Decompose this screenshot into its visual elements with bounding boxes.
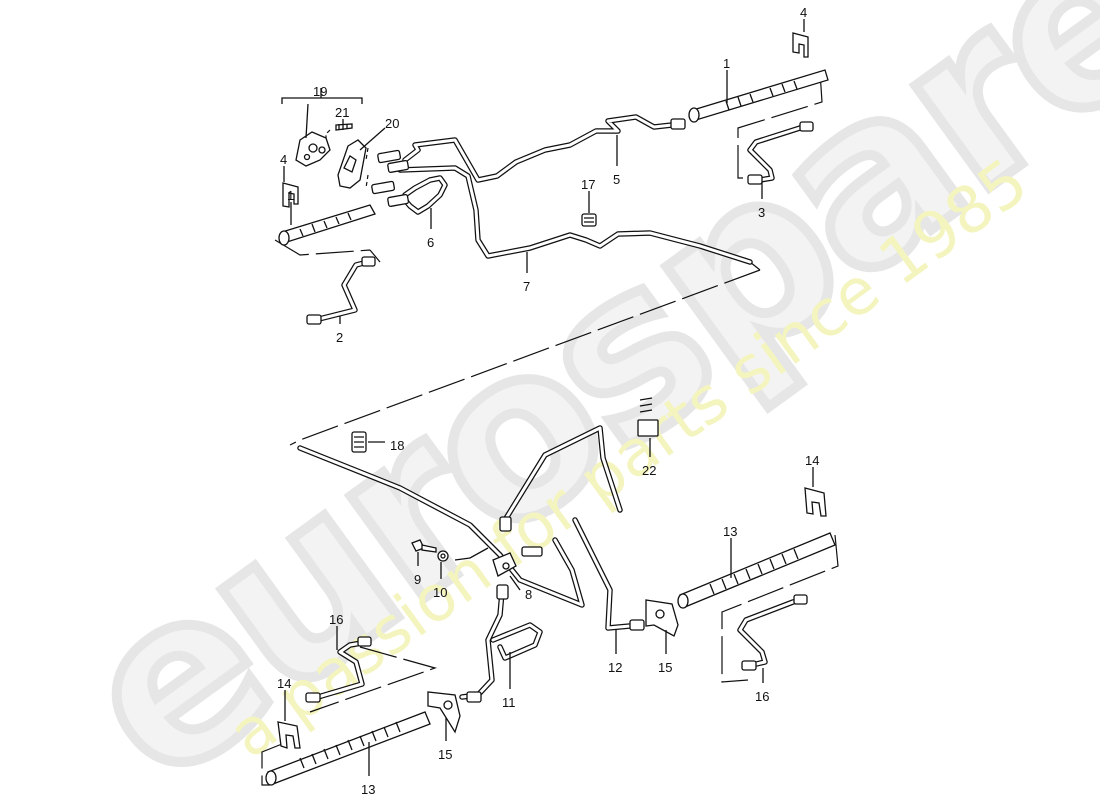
line-fitting [670,118,686,130]
brake-line-16-right[interactable] [737,594,808,671]
callout-11[interactable]: 11 [502,695,516,710]
callout-13[interactable]: 13 [361,782,375,797]
brake-line-12[interactable] [572,517,645,631]
callout-2[interactable]: 2 [336,330,343,345]
brake-line-7[interactable] [397,165,753,265]
washer-10[interactable] [437,550,449,562]
watermark: eurospares eurospares a passion for part… [30,0,1100,800]
callout-7[interactable]: 7 [523,279,530,294]
callout-21[interactable]: 21 [335,105,349,120]
brake-line-16-left[interactable] [305,636,372,703]
line-fittings-top [371,149,410,207]
retaining-clip-14-right[interactable] [804,487,827,517]
callout-6[interactable]: 6 [427,235,434,250]
holder-22[interactable] [637,397,659,437]
brake-line-11[interactable] [459,584,543,703]
callout-15[interactable]: 15 [438,747,452,762]
bracket-15-right[interactable] [645,599,679,637]
watermark-brand: eurospares [35,0,1100,800]
callout-1[interactable]: 1 [723,56,730,71]
gasket-plate-20[interactable] [337,139,367,189]
brake-line-to-22[interactable] [499,425,623,532]
callout-3[interactable]: 3 [758,205,765,220]
callout-17[interactable]: 17 [581,177,595,192]
callout-8[interactable]: 8 [525,587,532,602]
callout-16[interactable]: 16 [329,612,343,627]
leader-lines [283,19,814,776]
brake-hose-1-right[interactable] [688,69,829,123]
retaining-clip-4-left[interactable] [282,182,299,208]
callout-15[interactable]: 15 [658,660,672,675]
brake-line-2[interactable] [306,256,376,325]
callout-10[interactable]: 10 [433,585,447,600]
callout-18[interactable]: 18 [390,438,404,453]
retaining-clip-4-right[interactable] [792,32,809,58]
callout-14[interactable]: 14 [277,676,291,691]
callout-12[interactable]: 12 [608,660,622,675]
callout-9[interactable]: 9 [414,572,421,587]
callout-14[interactable]: 14 [805,453,819,468]
assembly-guides [261,71,839,786]
line-fitting-right-of-8 [521,546,543,557]
bolt-9[interactable] [411,539,437,553]
holder-17[interactable] [581,213,597,227]
callout-13[interactable]: 13 [723,524,737,539]
brake-line-6[interactable] [402,175,448,215]
callout-16[interactable]: 16 [755,689,769,704]
mount-plate-19[interactable] [295,131,331,167]
holder-18[interactable] [351,431,367,453]
callout-19[interactable]: 19 [313,84,327,99]
brake-hose-13-right[interactable] [677,532,836,609]
brake-line-5[interactable] [402,114,686,183]
bracket-15-left[interactable] [427,691,461,734]
brake-hose-13-left[interactable] [265,711,431,786]
callouts: 1 1 2 3 4 4 5 6 7 8 9 10 11 12 13 13 14 … [277,5,819,797]
callout-4[interactable]: 4 [800,5,807,20]
callout-4[interactable]: 4 [280,152,287,167]
distributor-8[interactable] [492,552,517,577]
callout-5[interactable]: 5 [613,172,620,187]
callout-20[interactable]: 20 [385,116,399,131]
stud-21[interactable] [335,123,353,131]
callout-22[interactable]: 22 [642,463,656,478]
brake-line-3[interactable] [747,121,814,185]
retaining-clip-14-left[interactable] [277,721,301,749]
brake-hose-1-left[interactable] [278,204,376,246]
callout-1[interactable]: 1 [287,188,294,203]
